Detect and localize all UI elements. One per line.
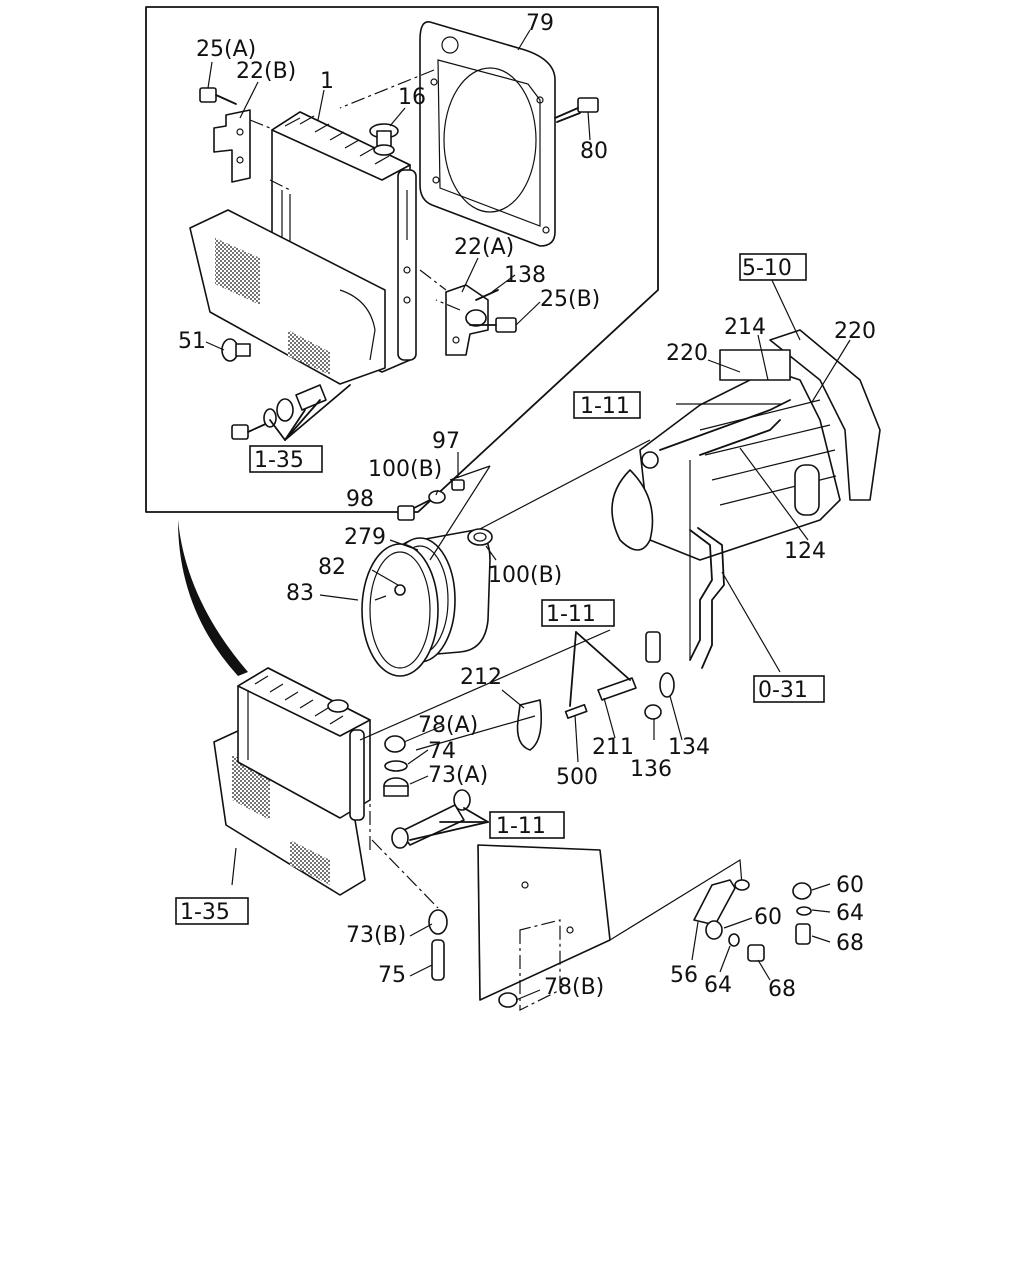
callout-16: 16 [398,85,426,110]
hose-0-31 [689,529,713,661]
callout-25A: 25(A) [196,37,256,62]
hose-set-lower [391,789,489,849]
callout-74: 74 [428,739,456,764]
ref-1-35-low: 1-35 [180,900,230,925]
bolt-98-washer-97 [397,479,465,521]
callout-80: 80 [580,139,608,164]
callout-100B-mid: 100(B) [488,563,562,588]
callout-134: 134 [668,735,710,760]
ref-5-10: 5-10 [742,256,792,281]
air-duct-279 [361,529,491,677]
ref-box-0-31 [753,675,825,703]
callout-97: 97 [432,429,460,454]
callout-73A: 73(A) [428,763,488,788]
detail-connector-arc [178,520,248,676]
callout-22A: 22(A) [454,235,514,260]
callout-64-top: 64 [836,901,864,926]
callout-79: 79 [526,11,554,36]
seal-100B [467,528,493,546]
ref-0-31: 0-31 [758,678,808,703]
callout-500: 500 [556,765,598,790]
bushing-60-64-68-mid [705,920,765,962]
ref-box-1-11-top [573,391,641,419]
ref-box-5-10 [739,253,807,281]
callout-64-bot: 64 [704,973,732,998]
radiator-cap-16 [369,123,399,156]
callout-78A: 78(A) [418,713,478,738]
callout-75: 75 [378,963,406,988]
callout-138: 138 [504,263,546,288]
callout-100B-top: 100(B) [368,457,442,482]
callout-25B: 25(B) [540,287,600,312]
callout-68-top: 68 [836,931,864,956]
callout-83: 83 [286,581,314,606]
engine-assembly [611,329,881,561]
bushing-60-64-68-top [792,882,812,945]
radiator-assembly-main [213,667,371,896]
callout-82: 82 [318,555,346,580]
callout-51: 51 [178,329,206,354]
ref-box-1-35-low [175,897,249,925]
clamp-134-nut-136 [644,631,683,741]
callout-73B: 73(B) [346,923,406,948]
frame-crossmember [477,844,743,1011]
callout-124: 124 [784,539,826,564]
ref-1-11-mid: 1-11 [546,602,596,627]
callout-60-mid: 60 [754,905,782,930]
callout-56: 56 [670,963,698,988]
drain-plug-51 [221,338,251,362]
ref-box-1-35-top [249,445,323,473]
callout-211: 211 [592,735,634,760]
pipe-500-211 [564,631,637,763]
hose-212 [516,699,543,751]
ref-1-35-top: 1-35 [254,448,304,473]
callout-220-left: 220 [666,341,708,366]
mount-cushion-lower [369,800,518,1008]
callout-214: 214 [724,315,766,340]
callout-78B: 78(B) [544,975,604,1000]
callout-220-right: 220 [834,319,876,344]
bracket-22A [445,284,517,356]
bracket-22B [199,87,251,183]
bolt-80 [554,97,599,123]
detail-inset [145,6,659,513]
callout-60-top: 60 [836,873,864,898]
ref-1-11-low: 1-11 [496,814,546,839]
ref-1-11-top: 1-11 [580,394,630,419]
callout-22B: 22(B) [236,59,296,84]
mount-hardware-inset [231,384,351,441]
callout-68-bot: 68 [768,977,796,1002]
fan-shroud-79 [419,21,556,247]
mount-cushion-upper [383,735,409,797]
callout-1: 1 [320,69,334,94]
callout-136: 136 [630,757,672,782]
intercooler-inset [189,209,386,385]
callout-212: 212 [460,665,502,690]
ref-box-1-11-mid [541,599,615,627]
ref-box-1-11-low [489,811,565,839]
callout-98: 98 [346,487,374,512]
stay-56 [693,879,750,926]
callout-279: 279 [344,525,386,550]
